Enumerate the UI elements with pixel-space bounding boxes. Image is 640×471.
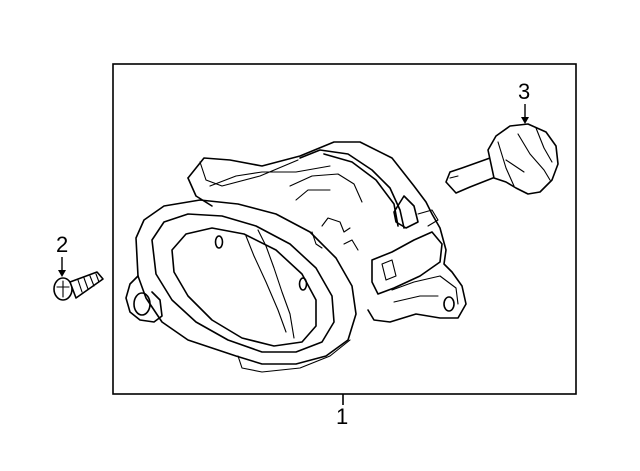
fog-lamp-assembly-icon[interactable] — [125, 141, 467, 373]
callout-2-arrowhead — [58, 270, 66, 277]
bulb-icon[interactable] — [445, 123, 559, 195]
callout-3-arrowhead — [521, 117, 529, 124]
callout-2-label[interactable]: 2 — [56, 232, 68, 257]
assembly-frame — [112, 63, 577, 395]
callout-1-label[interactable]: 1 — [336, 404, 348, 429]
callout-3-label[interactable]: 3 — [518, 79, 530, 104]
screw-icon[interactable] — [53, 271, 104, 301]
